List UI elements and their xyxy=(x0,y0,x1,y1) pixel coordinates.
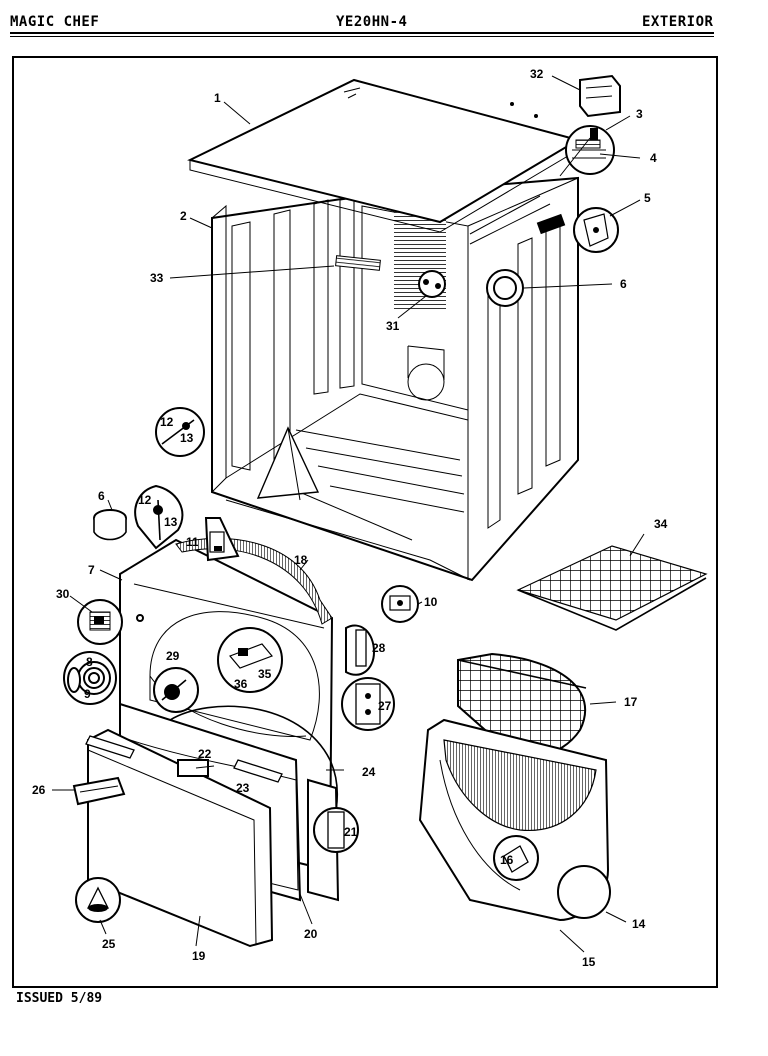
callout-18: 18 xyxy=(294,553,308,567)
callout-21: 21 xyxy=(344,825,358,839)
callout-13-bolt: 13 xyxy=(164,515,178,529)
door-handle xyxy=(72,776,126,806)
callout-12-cabinet: 12 xyxy=(160,415,174,429)
issued-date: ISSUED 5/89 xyxy=(16,991,103,1006)
callout-9: 9 xyxy=(84,687,91,701)
callout-27: 27 xyxy=(378,699,392,713)
callout-22: 22 xyxy=(198,747,212,761)
part-27-hinge xyxy=(341,677,395,731)
header-rule xyxy=(10,32,714,34)
callout-36: 36 xyxy=(234,677,248,691)
callout-4: 4 xyxy=(650,151,657,165)
callout-3: 3 xyxy=(636,107,643,121)
part-34-rack xyxy=(516,545,708,631)
part-16-clamp xyxy=(493,835,539,881)
callout-35: 35 xyxy=(258,667,272,681)
callout-30: 30 xyxy=(56,587,70,601)
callout-19: 19 xyxy=(192,949,206,963)
callout-34: 34 xyxy=(654,517,668,531)
brand-label: MAGIC CHEF xyxy=(10,14,100,30)
part-30-switch xyxy=(77,599,123,645)
part-10-bracket xyxy=(381,585,419,623)
part-25-foot xyxy=(75,877,121,923)
part-35-36-sensor xyxy=(217,627,283,693)
callout-12-bolt: 12 xyxy=(138,493,152,507)
callout-31: 31 xyxy=(386,319,400,333)
callout-29: 29 xyxy=(166,649,180,663)
part-32-bracket xyxy=(579,74,621,118)
part-5-clip xyxy=(573,207,619,253)
callout-6-foot: 6 xyxy=(98,489,105,503)
diagram-frame xyxy=(12,56,718,988)
part-8-9-knob xyxy=(63,651,117,705)
callout-26: 26 xyxy=(32,783,46,797)
callout-7: 7 xyxy=(88,563,95,577)
callout-11: 11 xyxy=(186,535,199,549)
part-28-hinge xyxy=(345,624,376,676)
callout-1: 1 xyxy=(214,91,221,105)
callout-16: 16 xyxy=(500,853,514,867)
callout-14: 14 xyxy=(632,917,646,931)
part-14-duct-housing xyxy=(418,718,611,922)
part-21-hinge xyxy=(313,807,359,853)
leader-lines xyxy=(52,75,645,953)
callout-17: 17 xyxy=(624,695,638,709)
callout-33: 33 xyxy=(150,271,164,285)
callout-labels: 1 2 3 4 5 6 6 7 8 9 10 11 12 13 12 13 14… xyxy=(32,67,668,969)
callout-6-cabinet: 6 xyxy=(620,277,627,291)
callout-23: 23 xyxy=(236,781,250,795)
callout-13-cabinet: 13 xyxy=(180,431,194,445)
callout-8: 8 xyxy=(86,655,93,669)
part-12-13-bolt xyxy=(134,484,184,550)
part-12-13-screw xyxy=(155,407,205,457)
model-number: YE20HN-4 xyxy=(336,14,408,30)
callout-32: 32 xyxy=(530,67,544,81)
callout-25: 25 xyxy=(102,937,116,951)
callout-5: 5 xyxy=(644,191,651,205)
cabinet xyxy=(211,176,579,582)
part-6-foot xyxy=(93,509,127,541)
callout-10: 10 xyxy=(424,595,438,609)
part-29-pin xyxy=(153,667,199,713)
section-title: EXTERIOR xyxy=(642,14,714,30)
callout-20: 20 xyxy=(304,927,318,941)
part-11-latch xyxy=(204,517,240,562)
part-3-4-hinge xyxy=(559,125,615,177)
header-rule-thin xyxy=(10,36,714,37)
callout-24: 24 xyxy=(362,765,376,779)
callout-28: 28 xyxy=(372,641,386,655)
callout-15: 15 xyxy=(582,955,596,969)
callout-2: 2 xyxy=(180,209,187,223)
